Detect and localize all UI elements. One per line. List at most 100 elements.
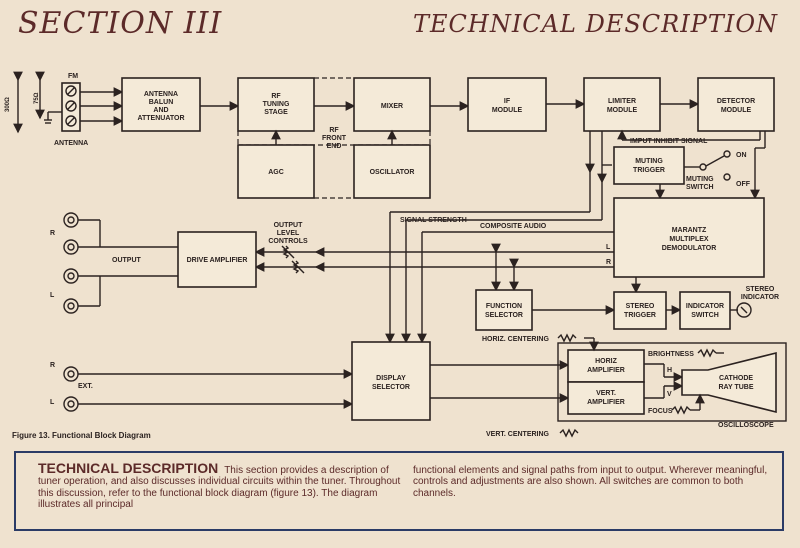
mixer-block: MIXER <box>353 77 431 132</box>
svg-text:MULTIPLEX: MULTIPLEX <box>669 236 708 243</box>
limiter-module-block: LIMITER MODULE <box>583 77 661 132</box>
svg-text:CONTROLS: CONTROLS <box>268 238 308 245</box>
svg-text:STAGE: STAGE <box>264 109 288 116</box>
svg-text:DISPLAY: DISPLAY <box>376 375 406 382</box>
svg-text:TUNING: TUNING <box>263 101 290 108</box>
brightness-label: BRIGHTNESS <box>648 351 694 358</box>
antenna-balun-attenuator-block: ANTENNA BALUN AND ATTENUATOR <box>121 77 201 132</box>
svg-text:BALUN: BALUN <box>149 99 174 106</box>
indicator-switch-block: INDICATOR SWITCH <box>679 291 731 330</box>
svg-text:AMPLIFIER: AMPLIFIER <box>587 367 625 374</box>
svg-text:ANTENNA: ANTENNA <box>144 91 178 98</box>
technical-description-left-text: This section provides a description of t… <box>38 465 401 511</box>
agc-block: AGC <box>237 144 315 199</box>
svg-text:SWITCH: SWITCH <box>686 184 714 191</box>
output-label: OUTPUT <box>112 257 142 264</box>
svg-text:TRIGGER: TRIGGER <box>633 167 665 174</box>
svg-text:MODULE: MODULE <box>721 107 752 114</box>
rf-tuning-stage-block: RF TUNING STAGE <box>237 77 315 132</box>
oscilloscope-enclosure <box>557 342 787 422</box>
stereo-indicator-label: STEREO <box>746 286 775 293</box>
svg-text:MODULE: MODULE <box>492 107 523 114</box>
svg-text:AND: AND <box>153 107 168 114</box>
svg-text:TRIGGER: TRIGGER <box>624 312 656 319</box>
v-label: V <box>667 391 672 398</box>
on-label: ON <box>736 152 747 159</box>
svg-text:OSCILLATOR: OSCILLATOR <box>370 169 415 176</box>
svg-text:DEMODULATOR: DEMODULATOR <box>662 245 717 252</box>
out-r-label: R <box>50 230 55 237</box>
cathode-ray-tube: CATHODE RAY TUBE <box>681 351 777 414</box>
svg-text:SWITCH: SWITCH <box>691 312 719 319</box>
h-label: H <box>667 367 672 374</box>
off-label: OFF <box>736 181 751 188</box>
svg-text:HORIZ: HORIZ <box>595 358 618 365</box>
horiz-amplifier-block: HORIZ AMPLIFIER <box>567 349 645 383</box>
svg-text:SELECTOR: SELECTOR <box>485 312 523 319</box>
muting-switch-label: MUTING <box>686 176 714 183</box>
rf-front-end-label: RF <box>329 127 339 134</box>
fm-label: FM <box>68 73 78 80</box>
svg-text:INDICATOR: INDICATOR <box>686 303 724 310</box>
ext-input-jacks <box>63 366 354 412</box>
oscilloscope-label: OSCILLOSCOPE <box>718 422 774 429</box>
svg-text:END: END <box>327 143 342 150</box>
svg-text:FRONT: FRONT <box>322 135 347 142</box>
svg-text:INDICATOR: INDICATOR <box>741 294 779 301</box>
stereo-indicator-lamp <box>736 302 752 318</box>
impedance-arrows <box>13 71 62 134</box>
ohm300-label: 300Ω <box>5 97 11 112</box>
ext-r-label: R <box>50 362 55 369</box>
marantz-multiplex-demodulator-block: MARANTZ MULTIPLEX DEMODULATOR <box>613 197 765 278</box>
output-jacks <box>63 212 178 314</box>
demod-r-label: R <box>606 259 611 266</box>
drive-amplifier-block: DRIVE AMPLIFIER <box>177 231 257 288</box>
svg-text:IF: IF <box>504 98 511 105</box>
muting-trigger-block: MUTING TRIGGER <box>613 146 685 185</box>
svg-text:MUTING: MUTING <box>635 158 663 165</box>
svg-text:ATTENUATOR: ATTENUATOR <box>137 115 184 122</box>
ext-l-label: L <box>50 399 55 406</box>
svg-text:AGC: AGC <box>268 169 284 176</box>
svg-text:MODULE: MODULE <box>607 107 638 114</box>
svg-text:RF: RF <box>271 93 281 100</box>
svg-text:DRIVE AMPLIFIER: DRIVE AMPLIFIER <box>187 257 248 264</box>
svg-text:VERT.: VERT. <box>596 390 616 397</box>
ext-label: EXT. <box>78 383 93 390</box>
antenna-terminal <box>61 82 81 132</box>
figure-caption: Figure 13. Functional Block Diagram <box>12 431 151 440</box>
detector-module-block: DETECTOR MODULE <box>697 77 775 132</box>
section-heading: TECHNICAL DESCRIPTION <box>413 10 778 38</box>
svg-text:RAY TUBE: RAY TUBE <box>718 384 753 391</box>
stereo-trigger-block: STEREO TRIGGER <box>613 291 667 330</box>
output-level-label: OUTPUT <box>274 222 304 229</box>
demod-l-label: L <box>606 244 611 251</box>
vert-centering-pot <box>559 428 579 438</box>
svg-text:AMPLIFIER: AMPLIFIER <box>587 399 625 406</box>
if-module-block: IF MODULE <box>467 77 547 132</box>
output-level-controls <box>281 245 305 274</box>
svg-text:LIMITER: LIMITER <box>608 98 636 105</box>
oscillator-block: OSCILLATOR <box>353 144 431 199</box>
svg-text:DETECTOR: DETECTOR <box>717 98 755 105</box>
display-selector-block: DISPLAY SELECTOR <box>351 341 431 421</box>
function-selector-block: FUNCTION SELECTOR <box>475 289 533 331</box>
svg-text:LEVEL: LEVEL <box>277 230 300 237</box>
svg-text:MIXER: MIXER <box>381 103 403 110</box>
technical-description-title: TECHNICAL DESCRIPTION <box>38 460 219 476</box>
horiz-centering-label: HORIZ. CENTERING <box>482 336 549 343</box>
composite-audio-label: COMPOSITE AUDIO <box>480 223 547 230</box>
svg-text:STEREO: STEREO <box>626 303 655 310</box>
svg-text:SELECTOR: SELECTOR <box>372 384 410 391</box>
svg-text:FUNCTION: FUNCTION <box>486 303 522 310</box>
vert-amplifier-block: VERT. AMPLIFIER <box>567 381 645 415</box>
section-title: SECTION III <box>18 6 223 41</box>
svg-text:CATHODE: CATHODE <box>719 375 753 382</box>
brightness-pot <box>697 348 717 358</box>
svg-text:MARANTZ: MARANTZ <box>672 227 707 234</box>
horiz-centering-pot <box>557 333 577 343</box>
vert-centering-label: VERT. CENTERING <box>486 431 550 438</box>
